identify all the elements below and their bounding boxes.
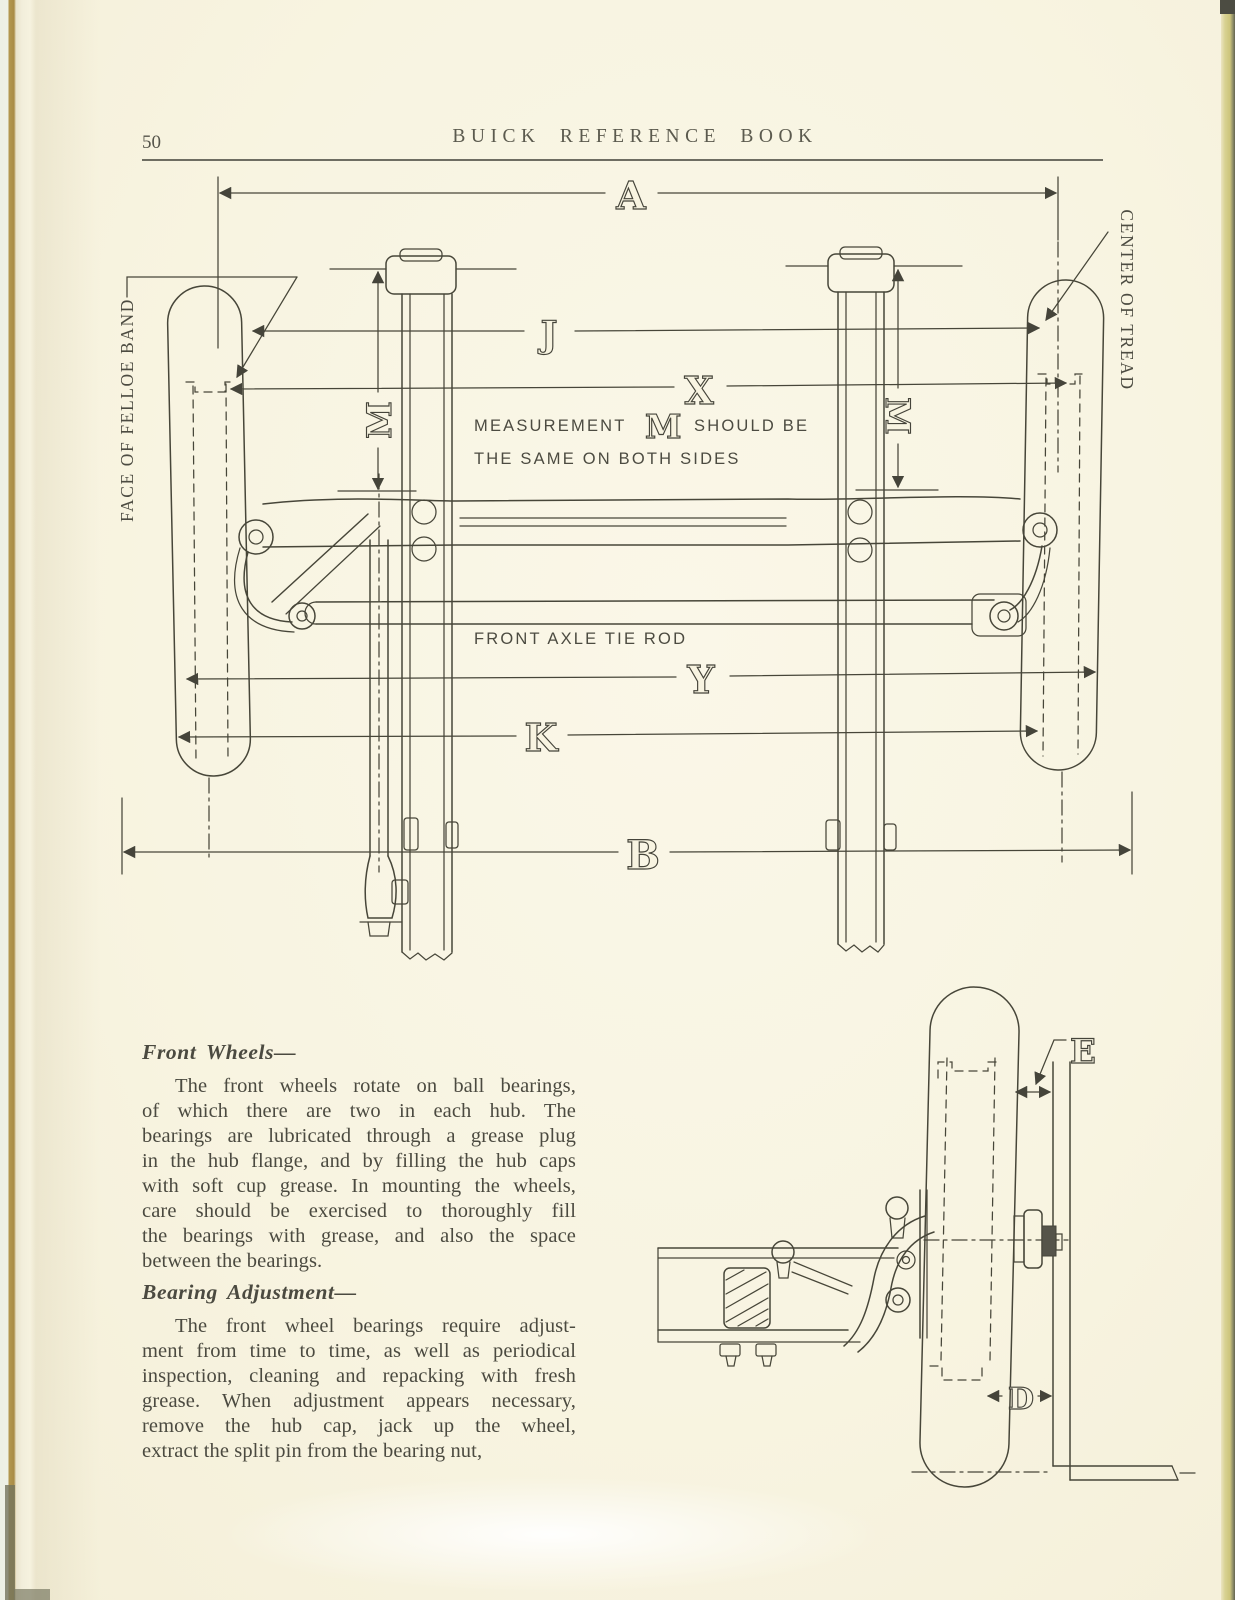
page-title: BUICK REFERENCE BOOK — [452, 126, 818, 147]
dim-label-E: E — [1070, 1032, 1096, 1072]
hub-and-spindle — [885, 1189, 1069, 1339]
section-body: The front wheel bearings require adjust-… — [142, 1314, 576, 1464]
section-heading: Bearing Adjustment— — [142, 1280, 357, 1304]
book-right-edge — [1221, 0, 1235, 1600]
right-frame-rail — [785, 246, 897, 953]
felloe-band-label: FACE OF FELLOE BAND — [117, 298, 137, 522]
dimension-K: K — [177, 714, 1039, 761]
dim-label-B: B — [626, 832, 660, 879]
note-should-be: SHOULD BE — [694, 417, 809, 435]
dim-label-M-left: M — [360, 401, 400, 439]
dim-label-D: D — [1008, 1382, 1034, 1417]
felloe-band-callout: FACE OF FELLOE BAND — [117, 276, 298, 522]
body-line: The front wheels rotate on ball bearings… — [175, 1075, 576, 1097]
section-front-wheels: Front Wheels— The front wheels rotate on… — [142, 1040, 576, 1274]
dimension-B: B — [121, 791, 1133, 880]
note-line2: THE SAME ON BOTH SIDES — [474, 450, 741, 468]
body-line: The front wheel bearings require adjust- — [175, 1315, 576, 1337]
dimension-E: E — [1014, 1031, 1097, 1099]
dimension-D: D — [986, 1381, 1053, 1418]
front-axle-assembly — [234, 473, 1058, 937]
page-number: 50 — [142, 132, 161, 153]
u-bolt-nuts — [719, 1343, 777, 1367]
dim-label-J: J — [537, 314, 557, 356]
scan-corner-top-right — [1220, 0, 1235, 14]
measurement-note: MEASUREMENT M SHOULD BE THE SAME ON BOTH… — [474, 406, 809, 468]
header-rule — [142, 159, 1103, 161]
body-line: remove the hub cap, jack up the wheel, — [142, 1415, 576, 1437]
dim-label-Y: Y — [686, 657, 715, 702]
body-line: ment from time to time, as well as perio… — [142, 1340, 576, 1362]
body-line: bearings are lubricated through a grease… — [142, 1125, 576, 1147]
body-line: grease. When adjustment appears necessar… — [142, 1390, 576, 1412]
left-wheel-plan — [166, 285, 252, 861]
straightedge-plate — [911, 1061, 1201, 1481]
dim-label-K: K — [524, 715, 559, 760]
body-line: care should be exercised to thoroughly f… — [142, 1200, 576, 1222]
dimension-Y: Y — [185, 656, 1097, 703]
dimension-M-right: M — [855, 265, 963, 491]
leaf-spring — [723, 1267, 771, 1329]
note-M: M — [645, 407, 682, 446]
body-line: in the hub flange, and by filling the hu… — [142, 1150, 576, 1172]
body-line: extract the split pin from the bearing n… — [142, 1440, 483, 1462]
gutter-shadow — [30, 0, 100, 1600]
section-body: The front wheels rotate on ball bearings… — [142, 1074, 576, 1274]
dimension-X: X — [229, 367, 1068, 414]
body-line: with soft cup grease. In mounting the wh… — [142, 1175, 576, 1197]
dimension-M-left: M — [329, 268, 417, 492]
front-axle-plan-diagram: A FACE OF FELLOE BAND CENTER OF TREAD J … — [117, 172, 1137, 961]
body-line: inspection, cleaning and repacking with … — [142, 1365, 576, 1387]
book-corner-bottom-left-2 — [14, 1589, 50, 1600]
book-left-edge — [0, 0, 36, 1600]
dim-label-X: X — [684, 368, 714, 413]
center-of-tread-callout: CENTER OF TREAD — [1045, 209, 1137, 391]
center-of-tread-label: CENTER OF TREAD — [1117, 209, 1137, 390]
wheel-side-view-diagram: E D — [657, 986, 1201, 1488]
book-corner-bottom-left — [5, 1485, 15, 1600]
note-measurement: MEASUREMENT — [474, 417, 627, 435]
tie-rod-label: FRONT AXLE TIE ROD — [474, 630, 687, 648]
left-frame-rail — [385, 248, 517, 961]
body-line: of which there are two in each hub. The — [142, 1100, 576, 1122]
dimension-A: A — [217, 172, 1059, 349]
body-line: between the bearings. — [142, 1250, 323, 1272]
section-bearing-adjustment: Bearing Adjustment— The front wheel bear… — [142, 1280, 576, 1464]
dim-label-M-right: M — [877, 397, 917, 435]
scan-glare — [225, 1477, 875, 1592]
section-heading: Front Wheels— — [142, 1040, 297, 1064]
dimension-J: J — [251, 313, 1041, 357]
side-axle-and-frame — [657, 1215, 935, 1367]
body-line: the bearings with grease, and also the s… — [142, 1225, 576, 1247]
dim-label-A: A — [615, 173, 646, 218]
right-wheel-plan — [1019, 241, 1105, 863]
side-wheel — [919, 986, 1020, 1488]
